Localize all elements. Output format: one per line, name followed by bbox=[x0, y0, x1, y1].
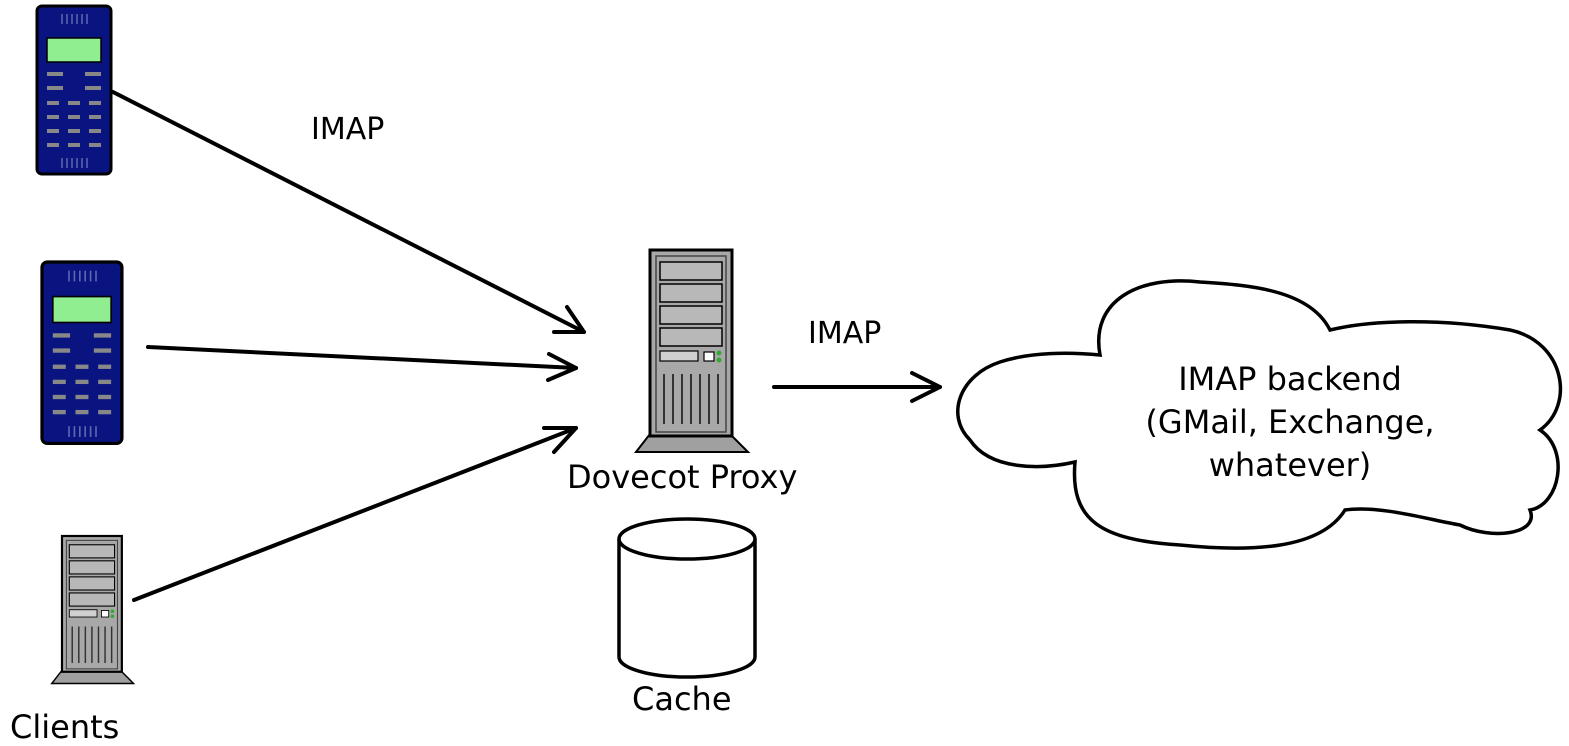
dovecot-proxy-label: Dovecot Proxy bbox=[567, 458, 798, 496]
client-phone-1-icon bbox=[35, 4, 113, 176]
backend-line-2: (GMail, Exchange, bbox=[1145, 403, 1435, 441]
backend-line-3: whatever) bbox=[1208, 446, 1372, 484]
arrow-proxy-to-backend bbox=[772, 371, 942, 403]
backend-cloud-text: IMAP backend (GMail, Exchange, whatever) bbox=[1100, 358, 1480, 487]
imap-clients-label: IMAP bbox=[311, 112, 385, 147]
arrow-client1-to-proxy bbox=[111, 90, 586, 334]
arrow-client2-to-proxy bbox=[146, 345, 578, 382]
client-phone-2-icon bbox=[40, 260, 124, 446]
cache-cylinder-icon bbox=[617, 517, 757, 679]
arrow-client3-to-proxy bbox=[132, 426, 578, 602]
backend-cloud-shape bbox=[956, 279, 1563, 550]
backend-line-1: IMAP backend bbox=[1178, 360, 1402, 398]
cache-label: Cache bbox=[632, 680, 732, 718]
client-server-icon bbox=[50, 534, 135, 685]
imap-backend-label: IMAP bbox=[808, 316, 882, 351]
clients-label: Clients bbox=[10, 708, 120, 746]
dovecot-proxy-server-icon bbox=[634, 248, 750, 454]
